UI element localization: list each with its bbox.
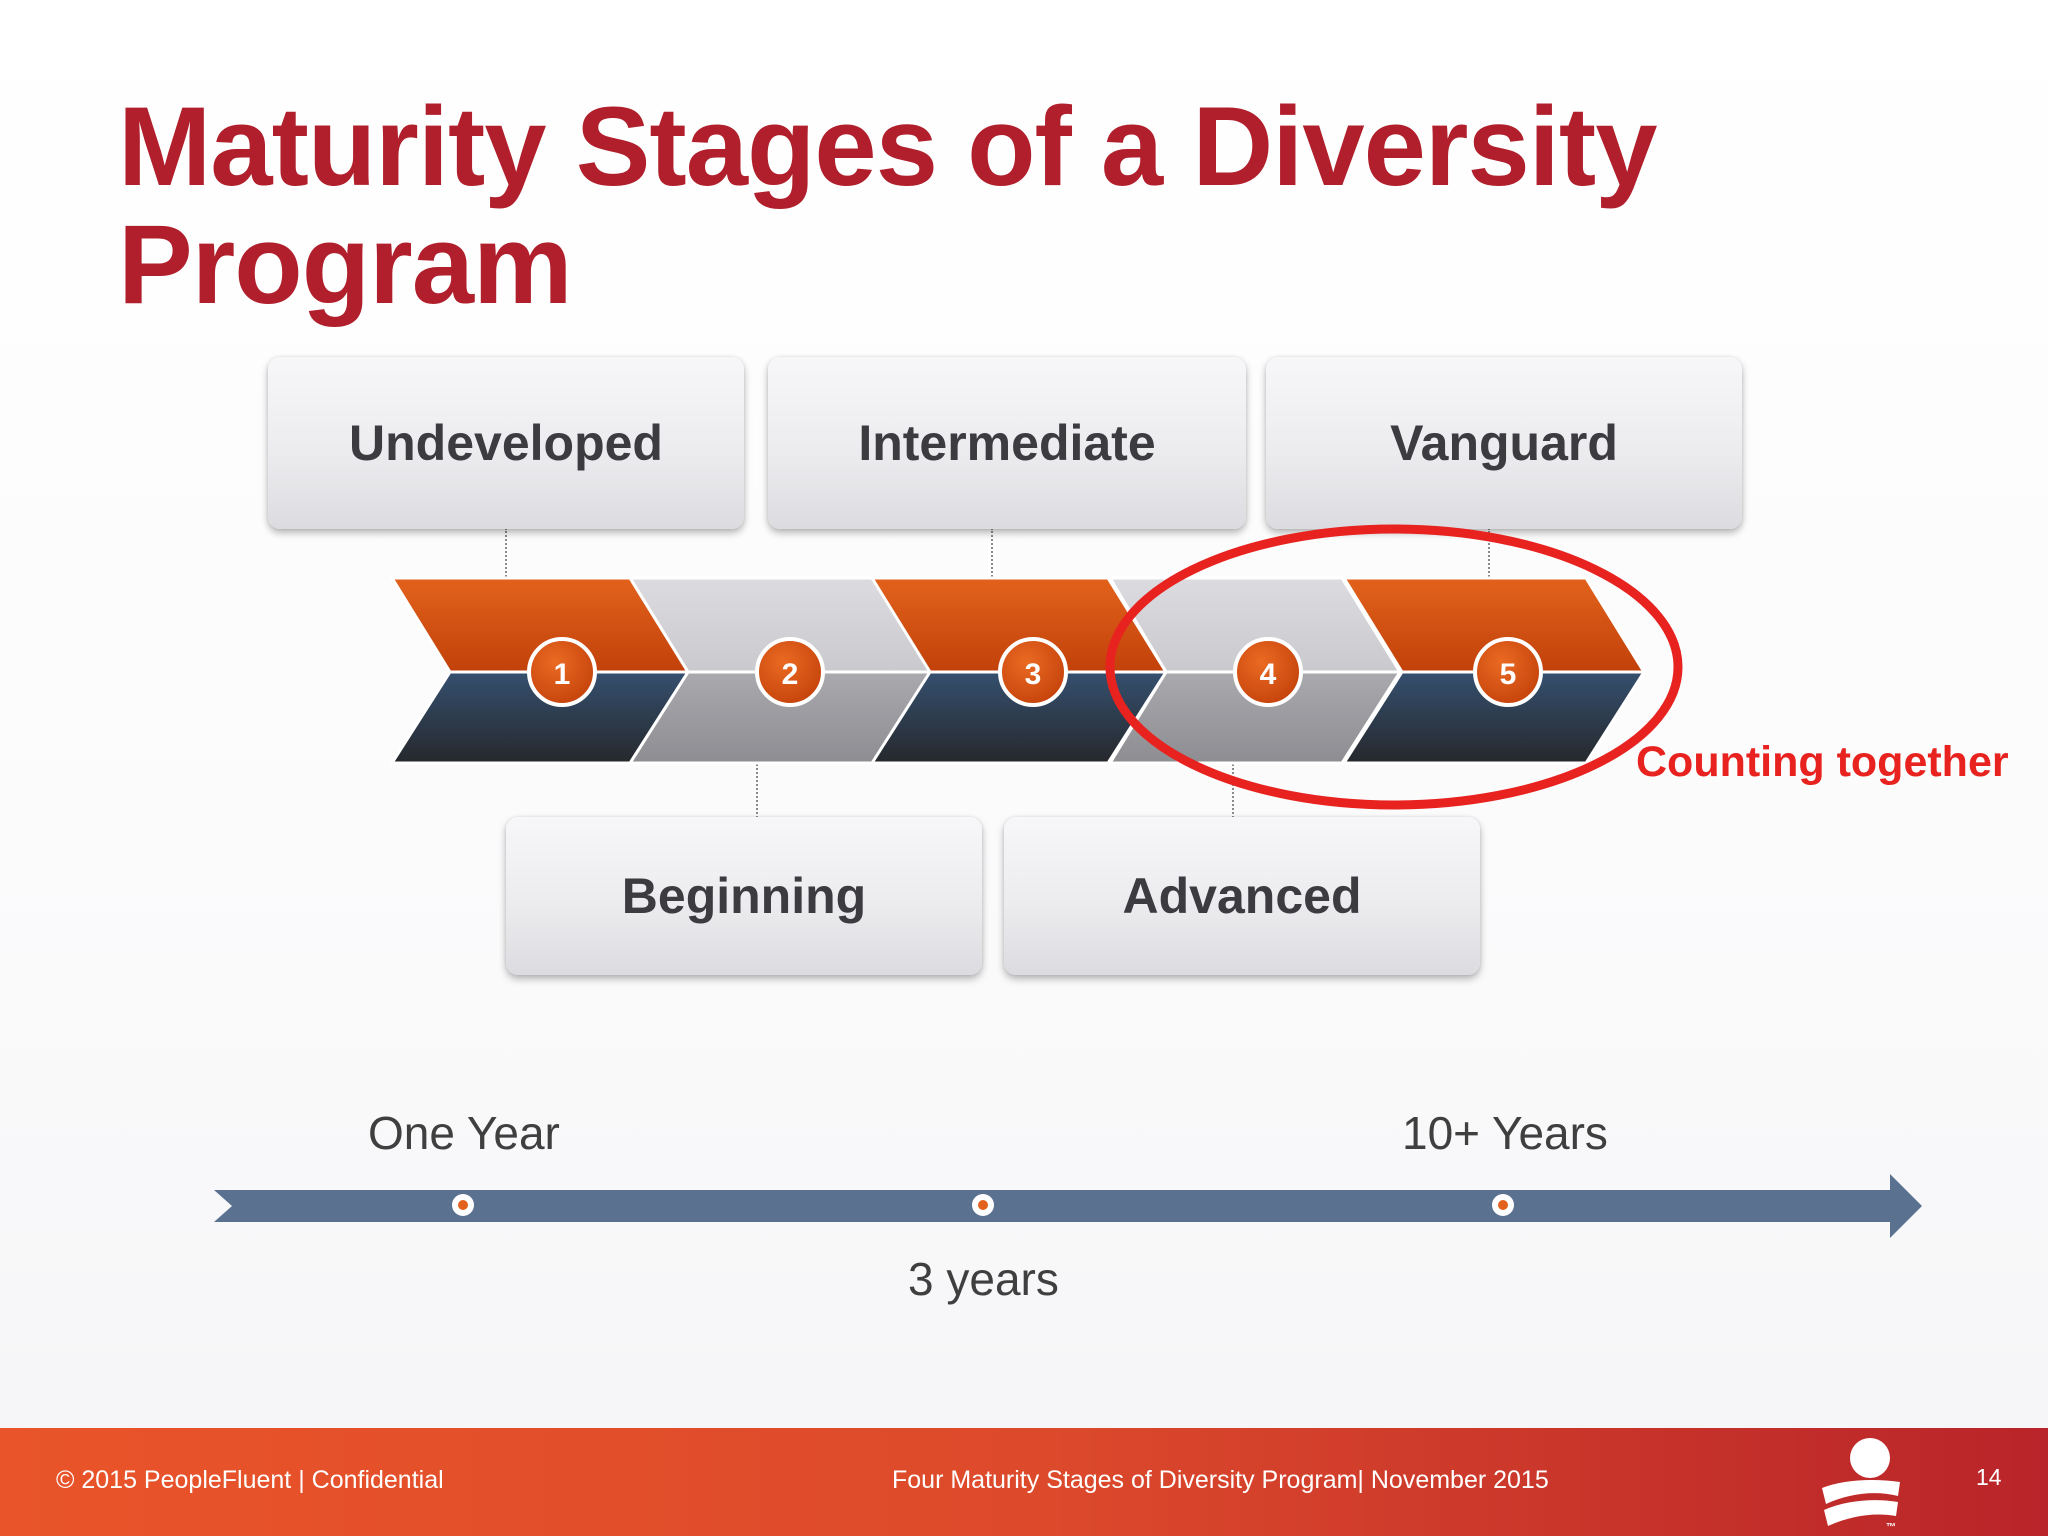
timeline-label-middle: 3 years	[908, 1253, 1059, 1305]
step-badge-1: 1	[527, 637, 597, 707]
stage-box-undeveloped: Undeveloped	[268, 357, 744, 529]
stage-label-intermediate: Intermediate	[858, 415, 1156, 471]
peoplefluent-logo-icon: ™	[1822, 1438, 1900, 1532]
page-number: 14	[1976, 1464, 2002, 1490]
stage-chevron-diagram: 1 2 3 4 5	[214, 524, 1922, 1238]
connector-intermediate	[991, 528, 993, 580]
connector-beginning	[756, 752, 758, 818]
stage-label-beginning: Beginning	[621, 868, 867, 924]
connector-undeveloped	[505, 528, 507, 580]
step-number-4: 4	[1260, 658, 1277, 691]
chevron-4	[1107, 576, 1403, 765]
logo-trademark: ™	[1886, 1522, 1896, 1532]
timeline-label-start: One Year	[368, 1107, 560, 1159]
slide-title: Maturity Stages of a Diversity Program	[118, 84, 1658, 327]
chevron-2	[627, 576, 933, 765]
step-badge-3: 3	[998, 637, 1068, 707]
step-number-2: 2	[782, 658, 799, 691]
stage-box-vanguard: Vanguard	[1266, 357, 1742, 529]
step-number-1: 1	[554, 658, 571, 691]
stage-label-advanced: Advanced	[1122, 868, 1362, 924]
footer-title: Four Maturity Stages of Diversity Progra…	[892, 1466, 1549, 1494]
step-badge-4: 4	[1233, 637, 1303, 707]
timeline-marker-3	[1492, 1194, 1514, 1216]
callout-ellipse	[1105, 524, 1683, 810]
chevron-1	[389, 576, 691, 765]
footer-copyright: © 2015 PeopleFluent | Confidential	[56, 1466, 444, 1494]
timeline-label-end: 10+ Years	[1402, 1107, 1608, 1159]
chevron-3	[865, 576, 1169, 765]
callout-label: Counting together	[1636, 738, 2009, 786]
stage-label-undeveloped: Undeveloped	[349, 415, 663, 471]
timeline-marker-2	[972, 1194, 994, 1216]
chevron-5	[1341, 576, 1647, 765]
stage-box-intermediate: Intermediate	[768, 357, 1246, 529]
step-number-3: 3	[1025, 658, 1042, 691]
stage-box-advanced: Advanced	[1004, 817, 1480, 975]
step-badge-2: 2	[755, 637, 825, 707]
footer-bar	[0, 1428, 2048, 1536]
timeline-arrow	[214, 1174, 1922, 1238]
step-badge-5: 5	[1473, 637, 1543, 707]
timeline-marker-1	[452, 1194, 474, 1216]
step-number-5: 5	[1500, 658, 1517, 691]
stage-label-vanguard: Vanguard	[1390, 415, 1618, 471]
connector-vanguard	[1488, 528, 1490, 580]
stage-box-beginning: Beginning	[506, 817, 982, 975]
